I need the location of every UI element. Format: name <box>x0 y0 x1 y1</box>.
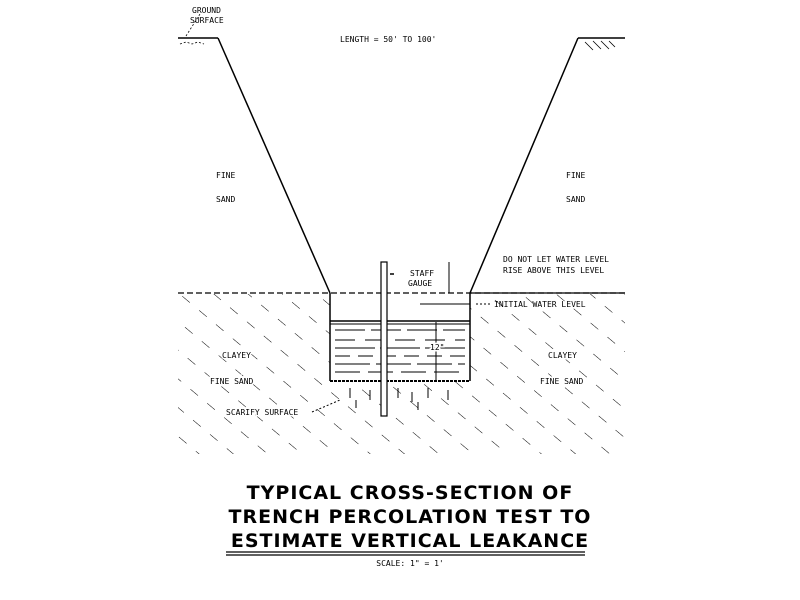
fine-sand-left-label: FINE <box>216 171 235 180</box>
initial-water-level-label: INITIAL WATER LEVEL <box>494 300 586 309</box>
clayey-left-label: CLAYEY <box>222 351 251 360</box>
staff-gauge-label: STAFF <box>410 269 434 278</box>
scale-label: SCALE: 1" = 1' <box>376 559 443 568</box>
title-line-3: ESTIMATE VERTICAL LEAKANCE <box>231 530 589 552</box>
ground-surface-label-2: SURFACE <box>190 16 224 25</box>
fine-sand-right-label-2: SAND <box>566 195 585 204</box>
scarify-surface-label: SCARIFY SURFACE <box>226 408 298 417</box>
ground-surface-right <box>469 37 625 294</box>
title-line-2: TRENCH PERCOLATION TEST TO <box>229 506 592 528</box>
clayey-right-label: CLAYEY <box>548 351 577 360</box>
water-layers <box>335 322 465 380</box>
staff-gauge-label-2: GAUGE <box>408 279 432 288</box>
title-line-1: TYPICAL CROSS-SECTION OF <box>247 482 574 504</box>
clayey-soil-hatching <box>178 294 625 454</box>
staff-gauge <box>380 261 388 417</box>
warning-label: DO NOT LET WATER LEVEL <box>503 255 609 264</box>
ground-surface-left <box>178 13 331 294</box>
ground-surface-label: GROUND <box>192 6 221 15</box>
clayey-right-label-2: FINE SAND <box>540 377 584 386</box>
warning-label-2: RISE ABOVE THIS LEVEL <box>503 266 604 275</box>
trench <box>329 293 471 382</box>
length-label: LENGTH = 50' TO 100' <box>340 35 436 44</box>
clayey-left-label-2: FINE SAND <box>210 377 254 386</box>
infiltration-marks <box>349 388 449 410</box>
fine-sand-left-label-2: SAND <box>216 195 235 204</box>
fine-sand-right-label: FINE <box>566 171 585 180</box>
depth-label: 12" <box>430 343 444 352</box>
